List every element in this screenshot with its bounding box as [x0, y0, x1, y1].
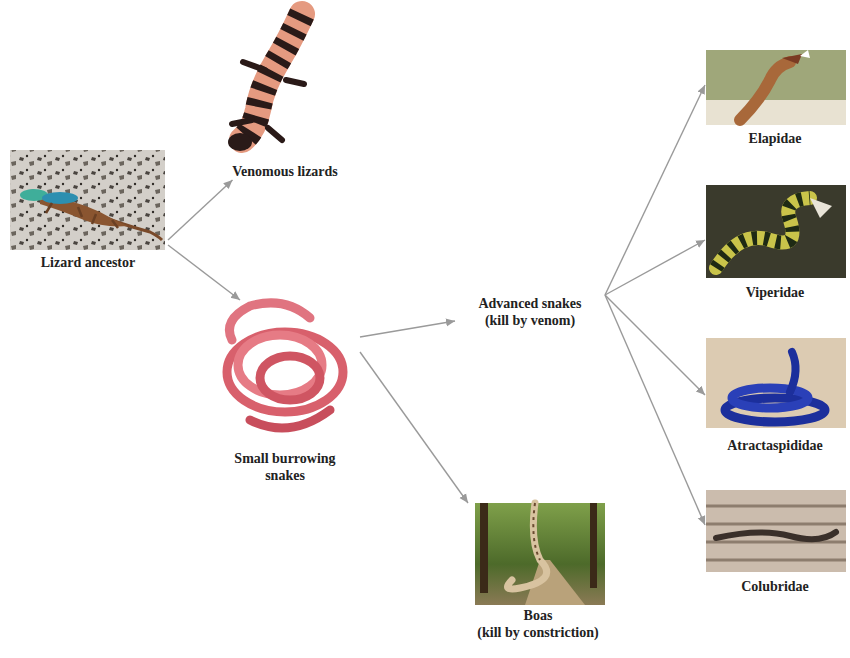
burrowing-snake-picture	[227, 303, 343, 428]
arrow-connector	[360, 352, 468, 503]
arrow-connector	[168, 245, 240, 300]
caption: (kill by venom)	[485, 312, 575, 329]
caption: Viperidae	[746, 284, 805, 301]
lizard-ancestor-picture	[10, 150, 165, 250]
colubrid-picture	[706, 490, 846, 572]
caption: (kill by constriction)	[477, 624, 598, 641]
image-node: Lizard ancestor	[8, 150, 168, 271]
caption: Boas	[524, 607, 553, 624]
arrow-connector	[605, 85, 705, 295]
arrow-connector	[168, 180, 233, 240]
image-node: Venomous lizards	[210, 5, 360, 180]
picture-space	[705, 185, 845, 284]
text-node: Advanced snakes(kill by venom)	[455, 295, 605, 329]
atractaspid-picture	[706, 338, 846, 428]
elapid-picture	[706, 50, 846, 125]
viper-picture	[706, 185, 846, 278]
image-node: Boas(kill by constriction)	[468, 503, 608, 641]
arrow-connector	[605, 240, 705, 295]
picture-space	[705, 338, 845, 437]
caption: Advanced snakes	[478, 295, 581, 312]
boa-picture	[475, 503, 605, 605]
caption: Lizard ancestor	[41, 254, 135, 271]
image-node: Colubridae	[705, 490, 845, 595]
caption: Colubridae	[741, 578, 809, 595]
arrow-connector	[360, 321, 455, 337]
picture-space	[705, 50, 845, 130]
caption: Small burrowing snakes	[223, 450, 348, 484]
arrow-connector	[605, 295, 705, 525]
image-node: Small burrowing snakes	[210, 300, 360, 484]
caption: Venomous lizards	[232, 163, 338, 180]
venomous-lizard-picture	[228, 14, 304, 151]
picture-space	[705, 490, 845, 578]
picture-space	[468, 503, 608, 607]
caption: Atractaspididae	[727, 437, 823, 454]
arrow-connector	[605, 295, 705, 395]
picture-space	[8, 150, 168, 254]
picture-space	[210, 300, 360, 450]
image-node: Viperidae	[705, 185, 845, 301]
caption: Elapidae	[749, 130, 802, 147]
picture-space	[210, 5, 360, 163]
image-node: Elapidae	[705, 50, 845, 147]
image-node: Atractaspididae	[705, 338, 845, 454]
